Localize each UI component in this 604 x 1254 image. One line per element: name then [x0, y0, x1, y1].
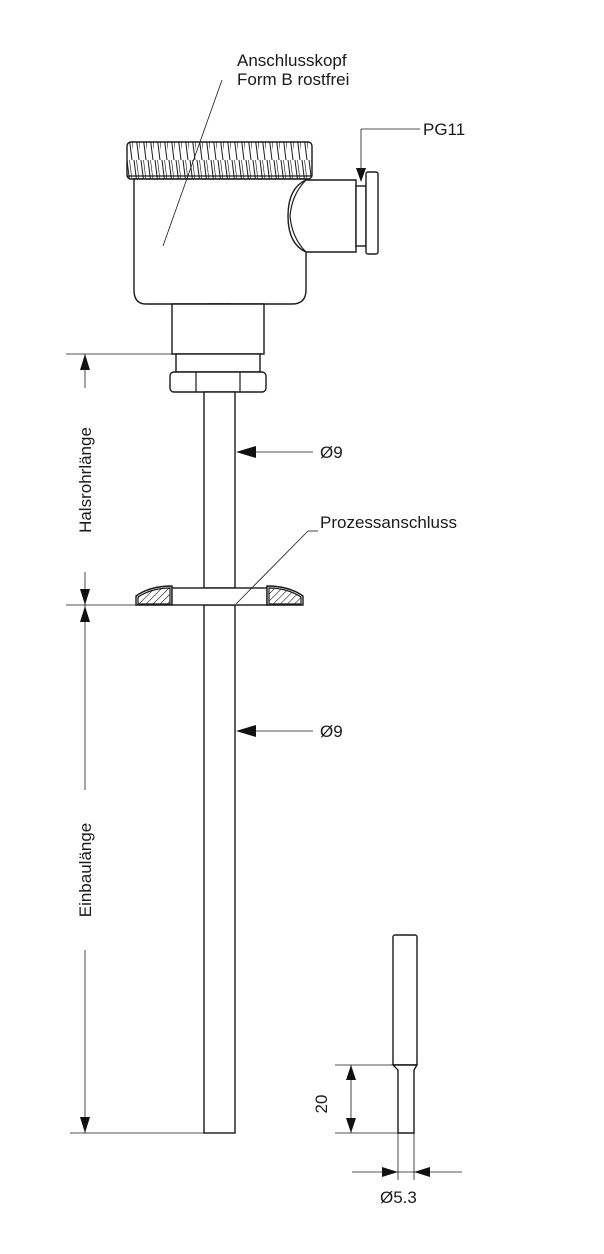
cable-gland-body [355, 185, 367, 247]
head-label-line2: Form B rostfrei [237, 70, 349, 89]
tip-diameter-label: Ø5.3 [380, 1188, 417, 1207]
cable-gland-nut [365, 171, 379, 255]
head-housing [133, 178, 307, 305]
hex-nut [169, 371, 267, 393]
connection-head [126, 141, 379, 393]
head-cover-knurl [126, 141, 313, 180]
neck-diameter-label: Ø9 [320, 443, 343, 462]
insertion-length-label: Einbaulänge [76, 823, 95, 918]
neck-length-label: Halsrohrlänge [76, 427, 95, 533]
protection-tube [203, 391, 236, 1134]
head-neck [171, 303, 265, 355]
tip-detail [391, 934, 419, 1134]
insert-diameter-label: Ø9 [320, 722, 343, 741]
annotations [66, 79, 462, 1180]
pg-label: PG11 [423, 120, 465, 139]
process-connection-label: Prozessanschluss [320, 513, 457, 532]
tip-length-label: 20 [312, 1095, 331, 1114]
process-flange [135, 585, 304, 606]
head-label-line1: Anschlusskopf [237, 51, 347, 70]
